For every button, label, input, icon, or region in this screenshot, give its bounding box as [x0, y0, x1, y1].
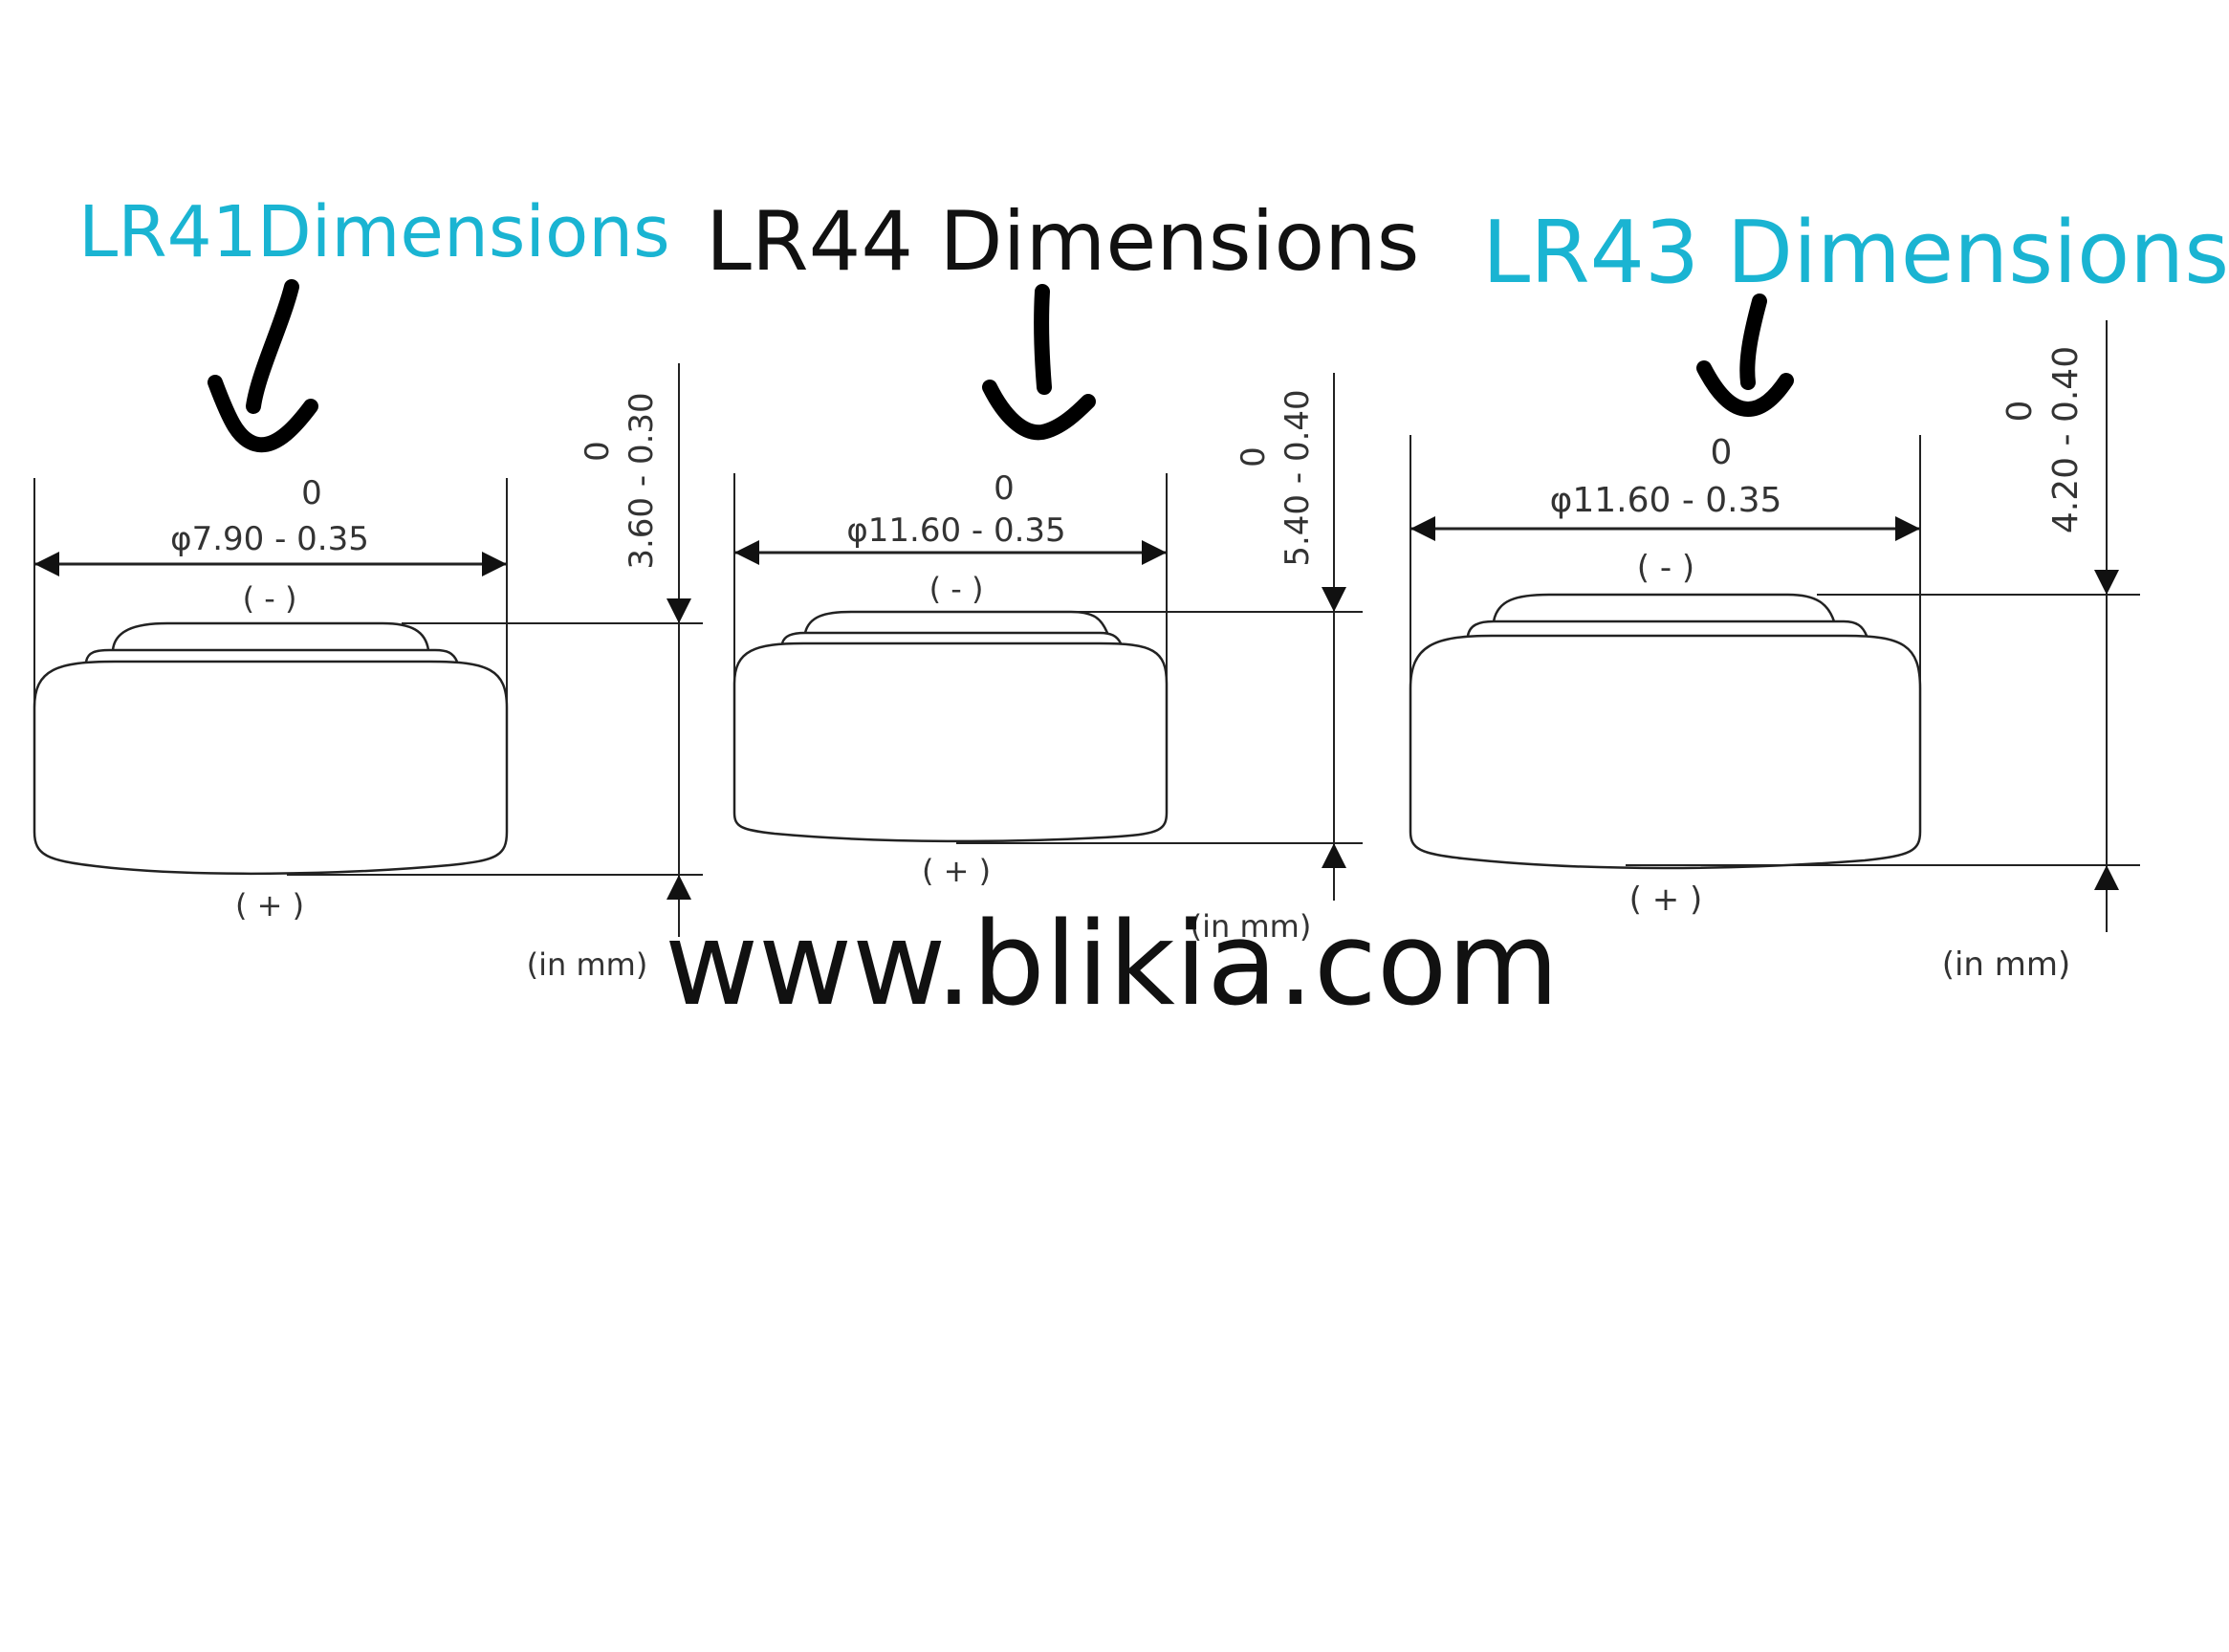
lr41-diameter-label: φ7.90 - 0.35: [170, 520, 369, 558]
lr41-drawing: 0 φ7.90 - 0.35 ( - ) ( + ) 0 3.60 - 0.30…: [33, 279, 703, 983]
lr41-title: LR41Dimensions: [78, 191, 670, 273]
lr44-diameter-label: φ11.60 - 0.35: [846, 511, 1065, 550]
lr43-neg-label: ( - ): [1637, 549, 1694, 587]
lr43-diameter-label: φ11.60 - 0.35: [1550, 481, 1782, 520]
lr44-drawing: 0 φ11.60 - 0.35 ( - ) ( + ) 0 5.40 - 0.4…: [732, 284, 1363, 945]
lr44-height-top: 0: [1235, 446, 1273, 467]
lr43-handdrawn-arrow: [1696, 293, 1794, 418]
lr44-title: LR44 Dimensions: [706, 194, 1420, 290]
lr43-height-top: 0: [2000, 401, 2040, 423]
website-watermark: www.blikia.com: [665, 899, 1560, 1032]
lr43-diameter-top: 0: [1711, 433, 1733, 472]
lr41-handdrawn-arrow: [208, 279, 318, 453]
lr44-handdrawn-arrow: [982, 284, 1096, 441]
lr43-height-label: 4.20 - 0.40: [2046, 346, 2086, 533]
lr41-height-label: 3.60 - 0.30: [623, 392, 661, 569]
lr43-drawing: 0 φ11.60 - 0.35 ( - ) ( + ) 0 4.20 - 0.4…: [1409, 293, 2140, 984]
lr41-neg-label: ( - ): [243, 580, 297, 617]
lr44-neg-label: ( - ): [929, 571, 984, 607]
lr44-unit-label: (in mm): [1191, 908, 1312, 945]
lr43-title: LR43 Dimensions: [1482, 203, 2229, 303]
lr43-unit-label: (in mm): [1942, 946, 2071, 984]
lr44-height-label: 5.40 - 0.40: [1278, 389, 1317, 566]
lr41-height-top: 0: [579, 441, 617, 462]
lr41-unit-label: (in mm): [527, 946, 648, 983]
lr44-pos-label: ( + ): [922, 853, 991, 889]
lr43-pos-label: ( + ): [1629, 880, 1703, 919]
lr44-diameter-top: 0: [994, 469, 1015, 508]
lr41-diameter-top: 0: [301, 474, 322, 512]
lr41-pos-label: ( + ): [235, 887, 304, 924]
